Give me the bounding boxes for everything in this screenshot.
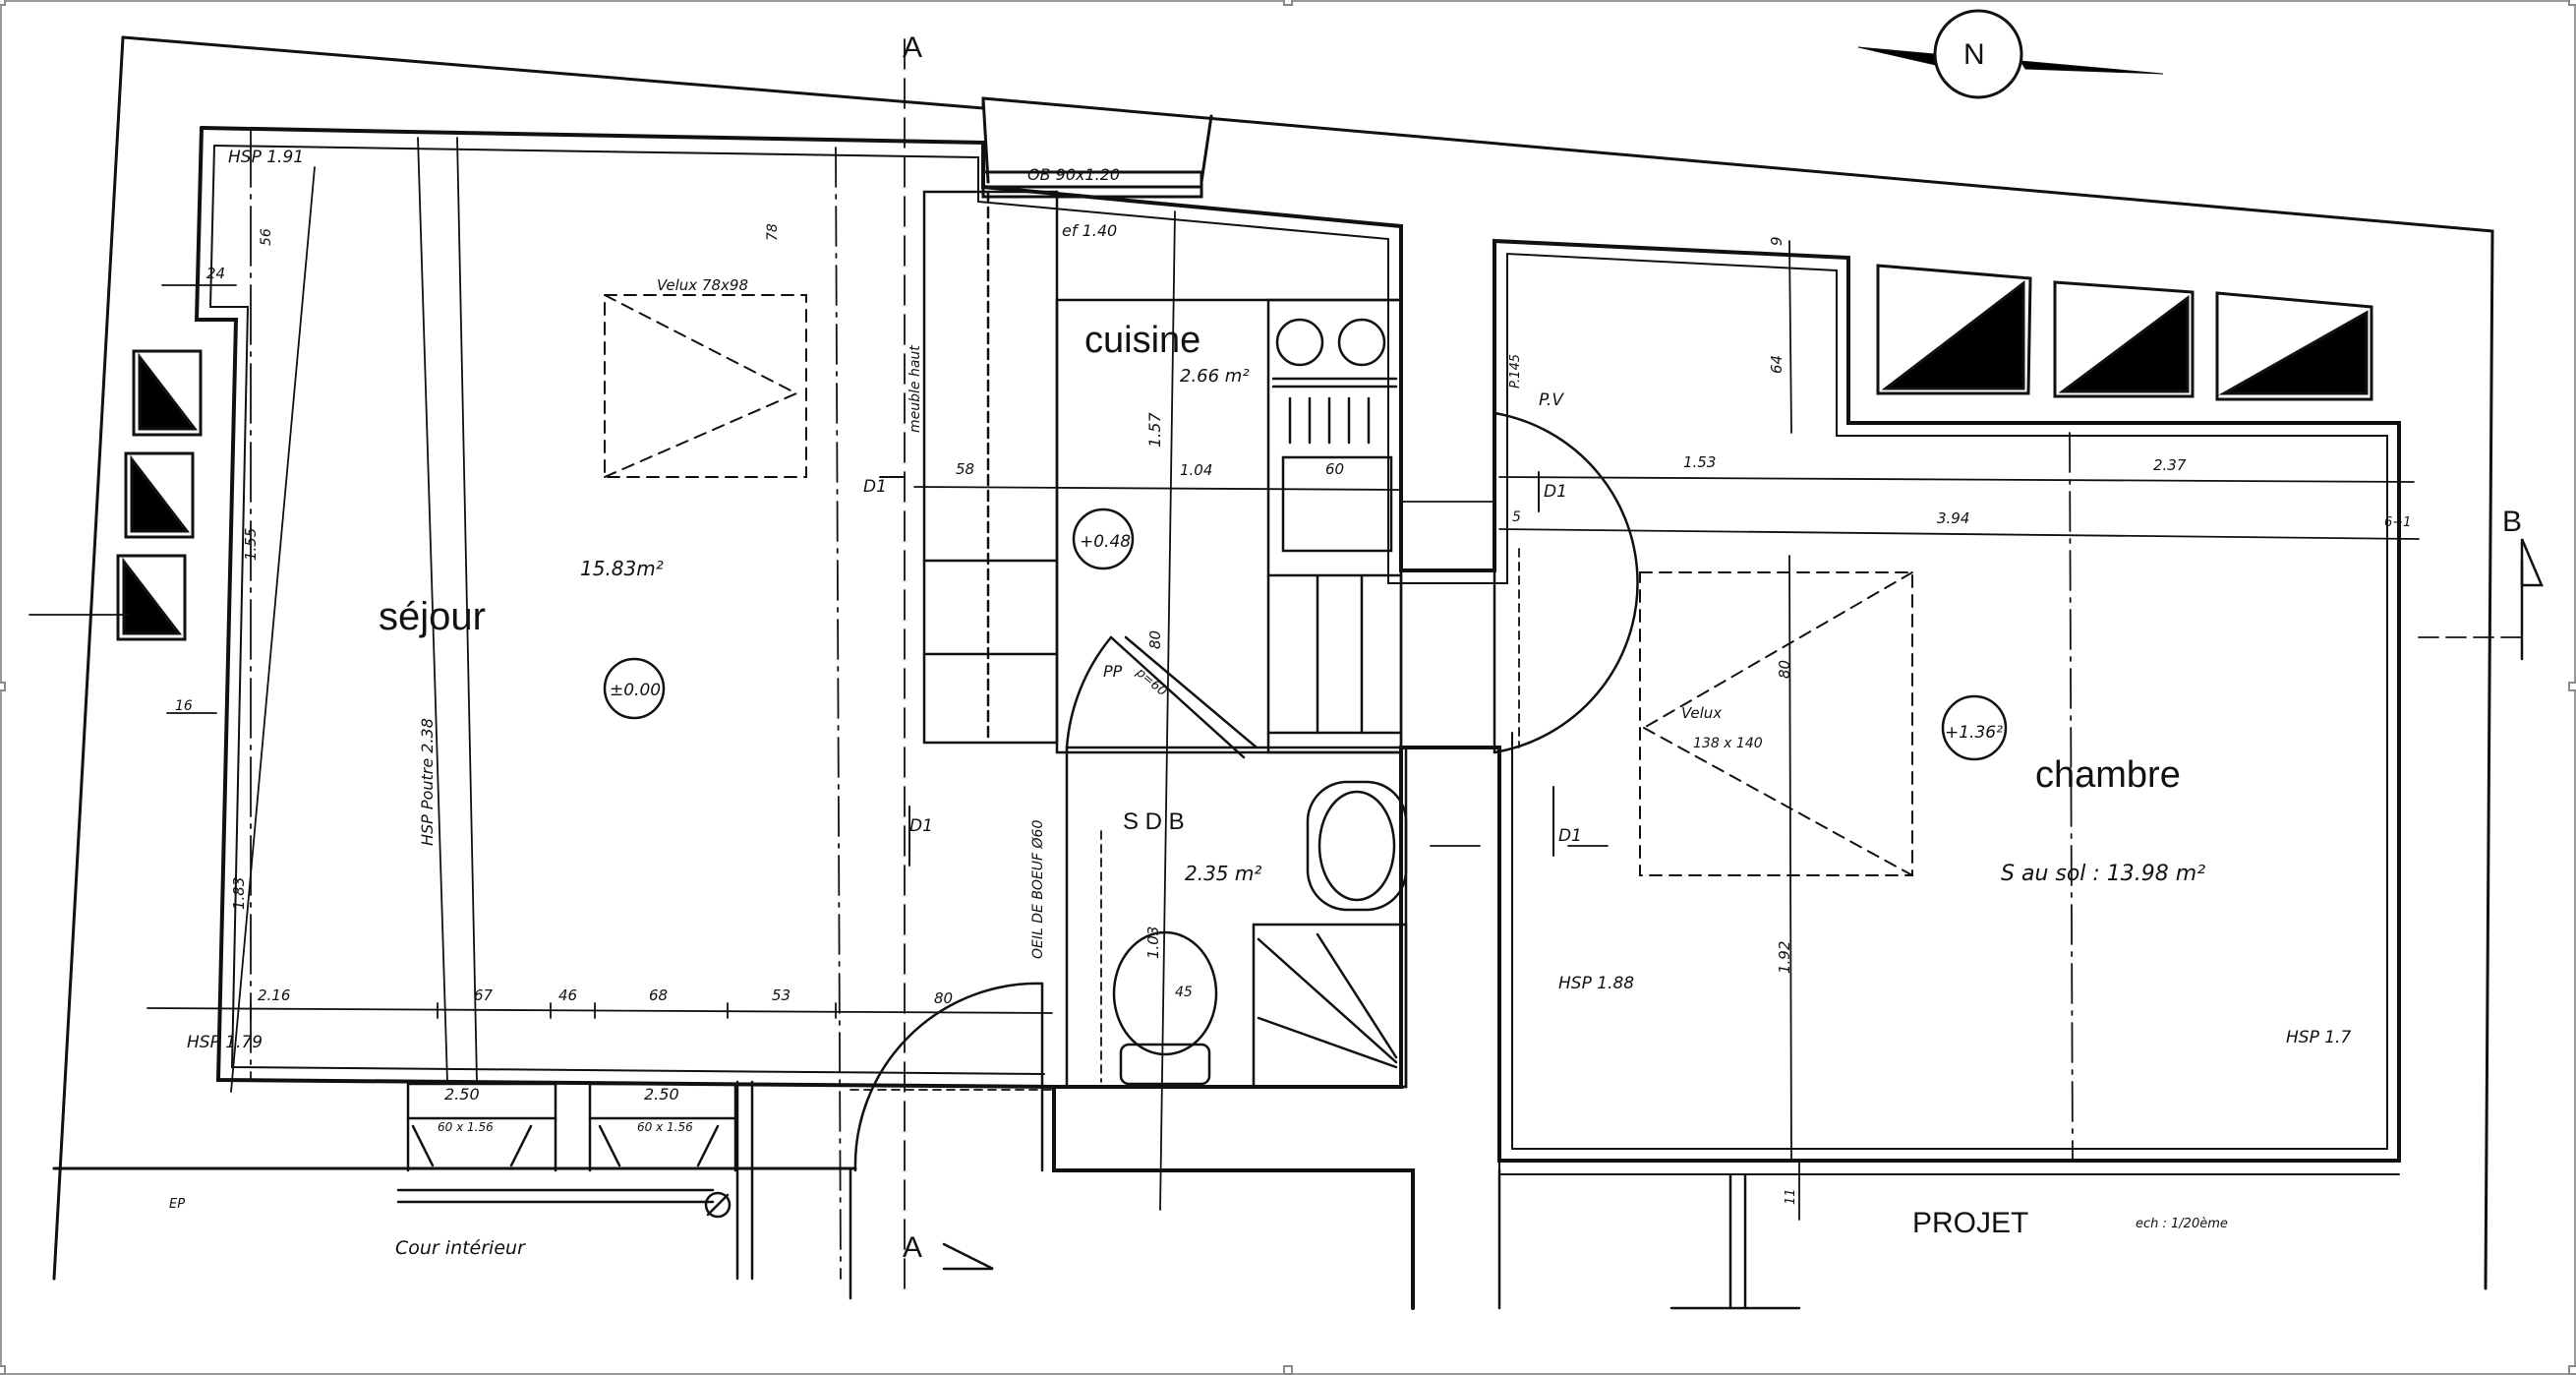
d1-sejour: D1 [909, 816, 933, 836]
velux-chambre: Velux [1681, 704, 1722, 722]
dim-58: 58 [956, 460, 974, 478]
hsp-middle: HSP 1.88 [1558, 974, 1634, 993]
section-markers [942, 538, 2544, 1271]
cuisine-level: +0.48 [1080, 532, 1131, 552]
oeil-de-boeuf: OEIL DE BOEUF Ø60 [1030, 820, 1046, 959]
cuisine-counter: meuble haut [907, 345, 923, 433]
cuisine-area: 2.66 m² [1180, 366, 1250, 387]
dim-16: 16 [175, 698, 193, 714]
hsp-top-left: HSP 1.91 [228, 148, 304, 167]
pv-label: P.V [1539, 390, 1564, 410]
north-arrow [1857, 9, 2164, 99]
projet-title: PROJET [1912, 1207, 2028, 1239]
dim-24: 24 [206, 265, 225, 282]
window-1-w: 2.50 [444, 1085, 480, 1104]
dim-80c: 80 [1776, 660, 1793, 679]
sdb-name: S D B [1123, 808, 1185, 835]
sejour-name: séjour [379, 595, 486, 638]
velux-outlines [604, 294, 1913, 876]
dim-216: 2.16 [258, 986, 290, 1004]
hsp-sejour: HSP Poutre 2.38 [418, 718, 437, 846]
dim-78: 78 [765, 223, 781, 241]
dim-60: 60 [1325, 460, 1344, 478]
kitchen-fixtures [922, 190, 1403, 754]
dim-80b: 80 [1146, 630, 1164, 649]
dim-46: 46 [558, 986, 577, 1004]
ep-label: EP [169, 1197, 185, 1212]
chambre-area: S au sol : 13.98 m² [2001, 862, 2205, 886]
resize-handle-top-right[interactable] [2568, 0, 2576, 6]
cuisine-name: cuisine [1084, 320, 1200, 361]
ob-height: ef 1.40 [1062, 221, 1117, 240]
d1-markers [879, 471, 1554, 867]
section-a-top: A [903, 31, 922, 64]
dim-394: 3.94 [1937, 509, 1969, 527]
resize-handle-bottom[interactable] [1283, 1365, 1293, 1375]
d1-chambre-bottom: D1 [1558, 826, 1582, 846]
sejour-d2: 1.83 [230, 877, 248, 910]
dim-67: 67 [474, 986, 494, 1004]
sdb-area: 2.35 m² [1185, 862, 1261, 885]
section-a-bottom: A [903, 1231, 922, 1264]
cour-interieur: Cour intérieur [395, 1237, 526, 1259]
left-windows [116, 349, 203, 641]
cour-windows [396, 1080, 1801, 1310]
dim-68: 68 [649, 986, 668, 1004]
dim-5: 5 [1512, 509, 1521, 525]
dim-103: 1.03 [1144, 927, 1162, 959]
d1-chambre-top: D1 [1544, 482, 1567, 502]
velux-chambre-dim: 138 x 140 [1693, 736, 1763, 751]
hsp-bottom-right: HSP 1.7 [2286, 1028, 2351, 1047]
resize-handle-top[interactable] [1283, 0, 1293, 6]
d1-kitchen: D1 [863, 477, 887, 497]
sejour-level: ±0.00 [610, 681, 661, 700]
dim-153: 1.53 [1683, 453, 1716, 471]
resize-handle-bottom-left[interactable] [0, 1365, 6, 1375]
ob-label: OB 90x1.20 [1027, 165, 1120, 184]
section-b: B [2502, 506, 2522, 538]
bathroom-fixtures [1065, 746, 1408, 1089]
dim-192: 1.92 [1776, 941, 1793, 974]
dim-237: 2.37 [2153, 456, 2187, 474]
window-2-dim: 60 x 1.56 [637, 1120, 693, 1134]
dim-9: 9 [1768, 236, 1786, 246]
dim-45: 45 [1175, 985, 1193, 1000]
dim-80: 80 [934, 989, 953, 1007]
sejour-area: 15.83m² [580, 557, 664, 580]
chambre-level: +1.36² [1945, 723, 2003, 743]
velux-sejour: Velux 78x98 [657, 276, 748, 294]
compass-n: N [1963, 38, 1985, 71]
level-markers [603, 508, 2008, 761]
dim-53: 53 [772, 986, 790, 1004]
chambre-windows [1876, 264, 2373, 401]
hsp-bottom-left: HSP 1.79 [187, 1033, 263, 1052]
dim-157: 1.57 [1145, 412, 1164, 448]
resize-handle-right[interactable] [2568, 682, 2576, 691]
pp-label: PP [1103, 662, 1123, 681]
window-1-dim: 60 x 1.56 [438, 1120, 494, 1134]
resize-handle-bottom-right[interactable] [2568, 1365, 2576, 1375]
sejour-d1: 1.55 [242, 528, 260, 561]
window-2-w: 2.50 [644, 1085, 679, 1104]
dim-64: 64 [1768, 355, 1786, 374]
dim-6: 6+1 [2384, 515, 2411, 530]
dim-104: 1.04 [1180, 461, 1212, 479]
dim-11: 11 [1784, 1188, 1798, 1205]
resize-handle-left[interactable] [0, 682, 6, 691]
ob-window [981, 96, 1213, 199]
doors [853, 411, 1639, 1172]
sejour-walls [194, 126, 2401, 1310]
scale-label: ech : 1/20ème [2136, 1217, 2228, 1231]
dimension-lines [29, 38, 2528, 1299]
chambre-name: chambre [2035, 754, 2181, 796]
dim-p145: P.145 [1508, 354, 1523, 389]
resize-handle-top-left[interactable] [0, 0, 6, 6]
sejour-d3: 56 [259, 228, 274, 246]
